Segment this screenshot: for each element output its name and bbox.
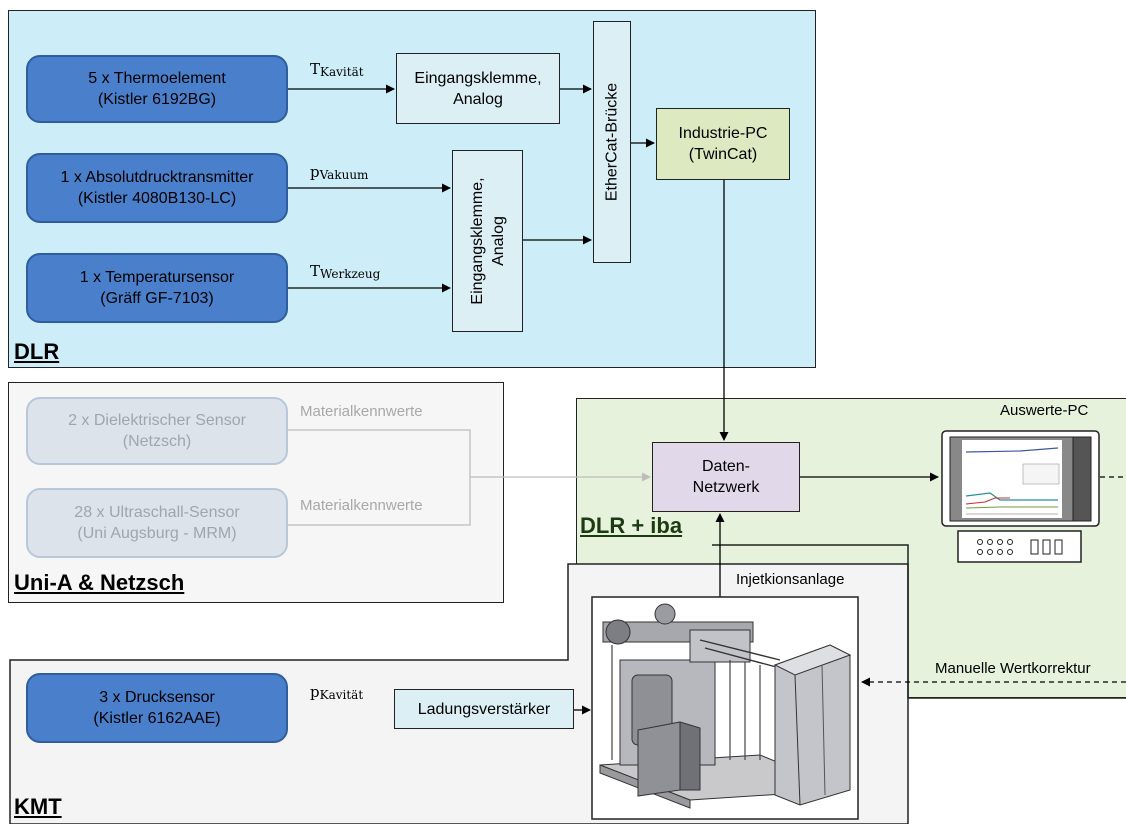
signal-materialkennwerte-2: Materialkennwerte bbox=[300, 497, 423, 514]
ladungsverstaerker: Ladungsverstärker bbox=[394, 689, 574, 729]
industrie-pc-line2: (TwinCat) bbox=[688, 146, 758, 163]
sensor-dielektrisch-line1: 2 x Dielektrischer Sensor bbox=[68, 412, 246, 429]
signal-t-werkzeug-sub: Werkzeug bbox=[320, 267, 381, 281]
sensor-ultraschall-line1: 28 x Ultraschall-Sensor bbox=[74, 504, 240, 521]
eingangsklemme-1: Eingangsklemme, Analog bbox=[396, 53, 560, 124]
signal-p-kavitaet-sub: Kavität bbox=[319, 688, 364, 702]
region-label-kmt: KMT bbox=[14, 794, 62, 819]
signal-t-kavitaet-base: T bbox=[310, 60, 321, 78]
ladungsverstaerker-label: Ladungsverstärker bbox=[417, 700, 551, 718]
eingangsklemme-1-line2: Analog bbox=[453, 90, 503, 108]
signal-p-kavitaet-base: p bbox=[310, 683, 320, 701]
signal-p-vakuum-sub: Vakuum bbox=[319, 168, 369, 182]
sensor-thermoelement-line1: 5 x Thermoelement bbox=[88, 70, 226, 87]
signal-p-vakuum: pVakuum bbox=[310, 163, 368, 182]
sensor-druck-line2: (Kistler 6162AAE) bbox=[93, 710, 221, 727]
eingangsklemme-1-line1: Eingangsklemme, bbox=[414, 69, 542, 87]
signal-p-kavitaet: pKavität bbox=[310, 683, 363, 702]
signal-materialkennwerte-1: Materialkennwerte bbox=[300, 403, 423, 420]
sensor-absolut-line2: (Kistler 4080B130-LC) bbox=[77, 190, 237, 207]
sensor-ultraschall-line2: (Uni Augsburg - MRM) bbox=[77, 525, 237, 542]
sensor-ultraschall: 28 x Ultraschall-Sensor (Uni Augsburg - … bbox=[26, 488, 288, 558]
region-label-dlr: DLR bbox=[14, 339, 60, 364]
label-manuelle-wertkorrektur: Manuelle Wertkorrektur bbox=[935, 660, 1091, 677]
region-label-uni: Uni-A & Netzsch bbox=[14, 570, 185, 595]
ethercat-bruecke: EtherCat-Brücke bbox=[593, 21, 631, 263]
sensor-absolut-line1: 1 x Absolutdrucktransmitter bbox=[60, 169, 254, 186]
sensor-dielektrisch-line2: (Netzsch) bbox=[122, 433, 192, 450]
signal-t-kavitaet: TKavität bbox=[310, 60, 364, 79]
daten-netzwerk-line2: Netzwerk bbox=[692, 479, 760, 496]
sensor-dielektrisch: 2 x Dielektrischer Sensor (Netzsch) bbox=[26, 397, 288, 465]
industrie-pc: Industrie-PC (TwinCat) bbox=[656, 108, 790, 180]
signal-p-vakuum-base: p bbox=[310, 163, 320, 181]
sensor-druck-line1: 3 x Drucksensor bbox=[99, 689, 215, 706]
daten-netzwerk: Daten- Netzwerk bbox=[652, 442, 800, 512]
sensor-temperatursensor: 1 x Temperatursensor (Gräff GF-7103) bbox=[26, 253, 288, 323]
sensor-thermoelement: 5 x Thermoelement (Kistler 6192BG) bbox=[26, 55, 288, 123]
sensor-thermoelement-line2: (Kistler 6192BG) bbox=[97, 91, 217, 108]
sensor-temp-line2: (Gräff GF-7103) bbox=[100, 290, 214, 307]
signal-t-werkzeug: TWerkzeug bbox=[310, 262, 380, 281]
label-auswerte-pc: Auswerte-PC bbox=[1000, 402, 1089, 419]
sensor-drucksensor: 3 x Drucksensor (Kistler 6162AAE) bbox=[26, 673, 288, 743]
eingangsklemme-2: Eingangsklemme, Analog bbox=[452, 150, 523, 332]
daten-netzwerk-line1: Daten- bbox=[701, 458, 751, 475]
signal-t-kavitaet-sub: Kavität bbox=[320, 65, 364, 79]
sensor-temp-line1: 1 x Temperatursensor bbox=[79, 269, 235, 286]
label-injektionsanlage: Injetkionsanlage bbox=[736, 571, 845, 588]
industrie-pc-line1: Industrie-PC bbox=[678, 125, 768, 142]
region-label-iba: DLR + iba bbox=[580, 513, 683, 538]
sensor-absolutdrucktransmitter: 1 x Absolutdrucktransmitter (Kistler 408… bbox=[26, 153, 288, 223]
signal-t-werkzeug-base: T bbox=[310, 262, 321, 280]
